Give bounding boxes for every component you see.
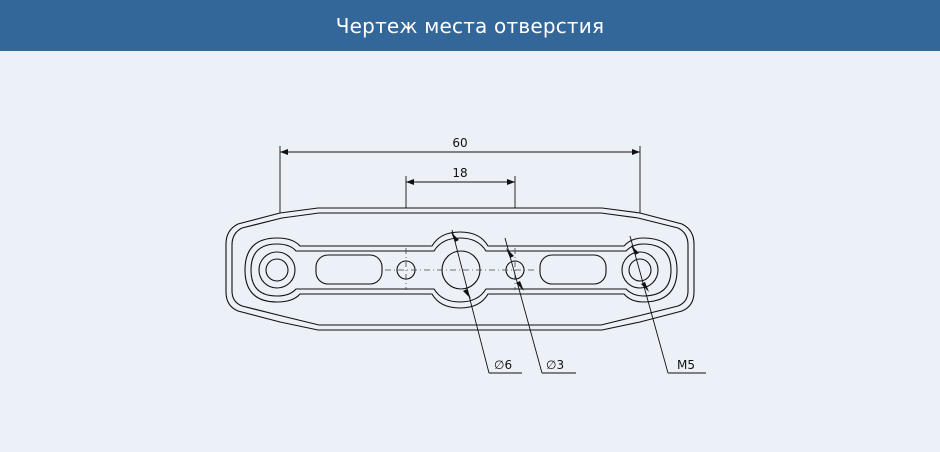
plate-outline <box>225 207 695 331</box>
page-title: Чертеж места отверстия <box>335 13 605 38</box>
left-m5-hole <box>258 251 296 289</box>
leader-small-hole-arrow <box>506 248 514 258</box>
leader-large-hole-arrow-bottom <box>463 289 471 299</box>
page-header: Чертеж места отверстия <box>0 0 940 51</box>
dimension-overall-label: 60 <box>452 136 467 150</box>
center-lines <box>385 248 536 290</box>
elongated-slots <box>315 254 607 285</box>
drawing-area: 60 18 ∅6 ∅3 M5 <box>0 51 940 452</box>
leader-thread <box>629 235 706 374</box>
leader-small-hole <box>504 237 576 374</box>
dimension-spacing-label: 18 <box>452 166 467 180</box>
right-m5-hole <box>621 251 659 289</box>
technical-drawing: 60 18 ∅6 ∅3 M5 <box>225 136 706 374</box>
leader-large-hole <box>451 229 522 374</box>
leader-thread-arrow-bottom <box>641 282 649 292</box>
leader-thread-arrow <box>631 245 639 255</box>
callout-large-hole: ∅6 <box>494 358 512 372</box>
recess-profile <box>244 231 678 309</box>
center-6mm-hole <box>441 250 481 290</box>
callout-small-hole: ∅3 <box>546 358 564 372</box>
leader-small-hole-arrow-bottom <box>516 281 524 291</box>
callout-thread: M5 <box>677 358 695 372</box>
dimension-overall <box>279 146 641 213</box>
leader-large-hole-arrow-top <box>451 232 459 242</box>
dimension-spacing <box>405 176 516 208</box>
